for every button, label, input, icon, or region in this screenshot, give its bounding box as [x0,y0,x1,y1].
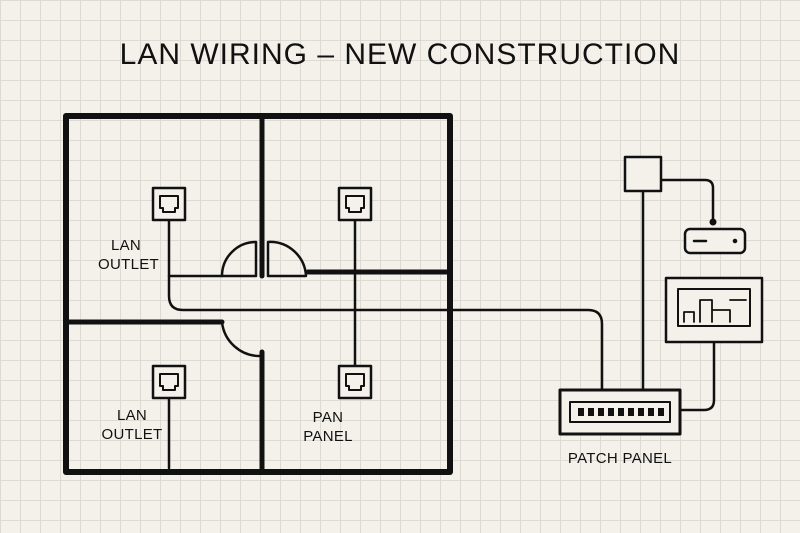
label-line: OUTLET [98,256,159,273]
cable-top-left-outlet [167,216,224,278]
label-outlet-top-left: LAN OUTLET [98,236,159,274]
door-swing-right [266,240,308,278]
label-line: PAN [312,409,344,426]
label-line: LAN [116,407,148,424]
outlet-top-right-icon[interactable] [337,186,373,222]
door-swing-left [220,240,258,278]
outer-wall [63,113,453,475]
patch-panel-ports [578,408,664,416]
label-patch-panel: PATCH PANEL [567,450,673,467]
diagram-title: LAN WIRING – NEW CONSTRUCTION [119,38,681,71]
label-outlet-bottom-left: LAN OUTLET [100,406,164,444]
door-swing-lower [220,320,262,358]
router-icon[interactable] [683,218,747,255]
cable-trunk [167,274,604,392]
label-line: LAN [110,237,142,254]
label-line: OUTLET [101,426,163,443]
modem-icon[interactable] [623,155,663,193]
label-line: PANEL [303,428,353,445]
outlet-top-left-icon[interactable] [151,186,187,222]
monitor-icon[interactable] [664,276,764,344]
outlet-bottom-left-icon[interactable] [151,364,187,400]
outlet-bottom-right-icon[interactable] [337,364,373,400]
label-pan-panel: PAN PANEL [300,408,356,446]
cable-modem-to-router [659,178,715,222]
cable-monitor-to-patch [678,340,716,412]
